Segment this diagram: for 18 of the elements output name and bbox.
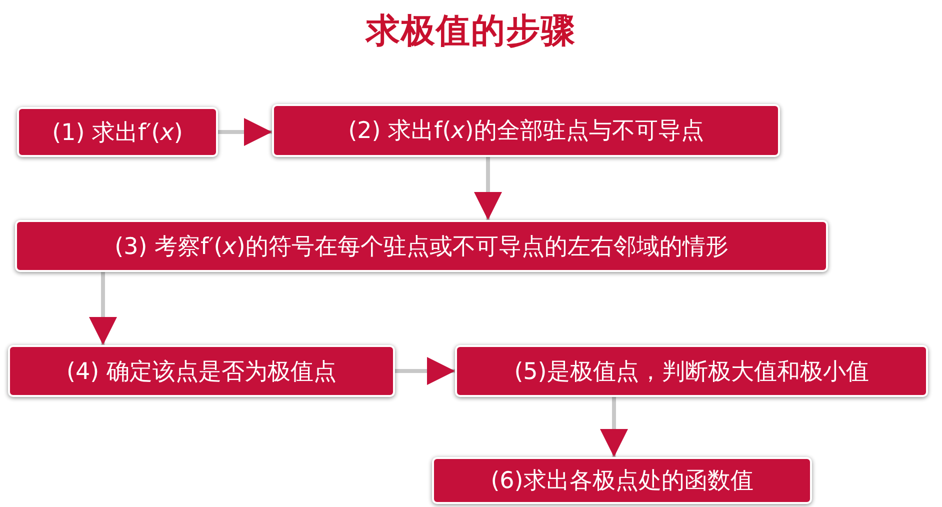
arrow <box>218 118 272 146</box>
step-text: (5)是极值点，判断极大值和极小值 <box>514 358 869 386</box>
arrow <box>600 397 628 457</box>
process-box <box>455 345 928 397</box>
step-text: (1) 求出f′(x) <box>52 118 183 148</box>
process-box <box>272 104 780 157</box>
process-box <box>17 107 218 157</box>
arrow <box>395 357 455 385</box>
process-box <box>432 457 812 504</box>
arrow <box>474 157 502 220</box>
process-box <box>8 345 395 397</box>
title: 求极值的步骤 <box>366 10 576 53</box>
process-box <box>15 220 828 272</box>
step-text: (6)求出各极点处的函数值 <box>490 467 754 496</box>
step-text: (2) 求出f(x)的全部驻点与不可导点 <box>348 117 704 146</box>
arrow <box>89 272 117 345</box>
step-text: (3) 考察f′(x)的符号在每个驻点或不可导点的左右邻域的情形 <box>114 232 728 262</box>
step-text: (4) 确定该点是否为极值点 <box>66 358 336 386</box>
